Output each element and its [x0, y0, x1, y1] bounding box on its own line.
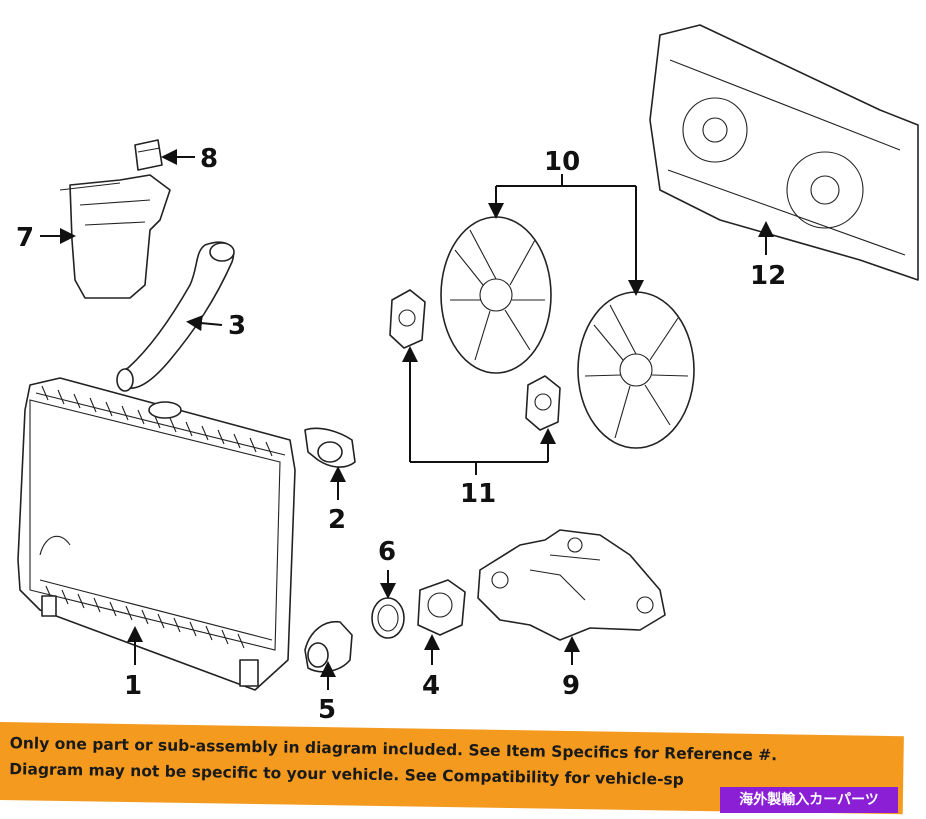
callout-9: 9 [562, 671, 580, 701]
callout-8: 8 [200, 144, 218, 174]
leader-3 [186, 315, 223, 332]
leader-10-bar [496, 174, 636, 187]
callout-3: 3 [228, 311, 246, 341]
callout-11: 11 [460, 479, 496, 509]
fan-blade-part-b [577, 291, 695, 449]
fan-motor-part-a [389, 289, 426, 349]
callout-4: 4 [422, 671, 440, 701]
callout-7: 7 [16, 223, 34, 253]
reservoir-part [59, 174, 171, 299]
leader-lines [40, 149, 774, 690]
inlet-part-5 [304, 621, 353, 673]
fan-motor-part-b [525, 375, 561, 431]
seal-part [371, 597, 405, 639]
disclaimer-line-2: Diagram may not be specific to your vehi… [9, 760, 684, 789]
callout-12: 12 [750, 261, 786, 291]
callout-numbers: 1 2 3 4 5 6 7 8 9 10 11 12 [16, 144, 786, 725]
outlet-part-2 [304, 427, 356, 468]
callout-5: 5 [318, 695, 336, 725]
callout-2: 2 [328, 505, 346, 535]
fan-blade-part-a [440, 216, 552, 374]
callout-6: 6 [378, 537, 396, 567]
cap-part [134, 139, 163, 171]
hose-part [116, 241, 235, 392]
callout-10: 10 [544, 147, 580, 177]
thermostat-part [417, 579, 466, 636]
disclaimer-line-1: Only one part or sub-assembly in diagram… [9, 734, 778, 765]
leader-11-bar [410, 461, 548, 475]
radiator-part [17, 377, 296, 691]
callout-1: 1 [124, 671, 142, 701]
seller-watermark: 海外製輸入カーパーツ [720, 787, 898, 813]
fan-shroud-part [649, 24, 919, 281]
water-pump-part [477, 529, 666, 641]
